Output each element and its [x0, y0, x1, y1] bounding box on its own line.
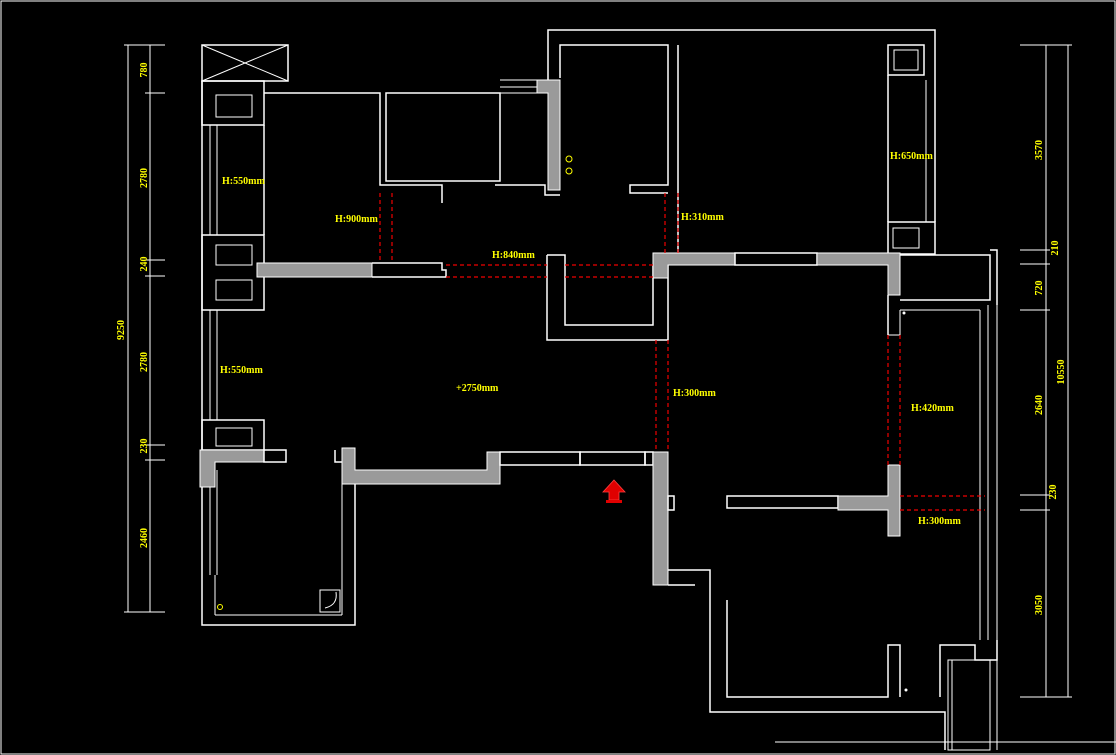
label-h-310: H:310mm [681, 212, 724, 223]
label-h-840: H:840mm [492, 250, 535, 261]
right-dim-5: 230 [1048, 485, 1059, 500]
label-h-900: H:900mm [335, 214, 378, 225]
left-dimension-chain: 9250 780 2780 240 2780 230 2460 [116, 44, 165, 613]
label-h-420: H:420mm [911, 403, 954, 414]
left-dim-5: 230 [139, 439, 150, 454]
label-h-300a: H:300mm [673, 388, 716, 399]
label-h-650: H:650mm [890, 151, 933, 162]
right-dim-3: 720 [1034, 281, 1045, 296]
label-elevation: +2750mm [456, 383, 499, 394]
right-dim-total: 10550 [1056, 360, 1067, 385]
right-dim-4: 2640 [1034, 395, 1045, 415]
left-dim-total: 9250 [116, 320, 127, 340]
annotations: H:550mm H:900mm H:840mm H:310mm H:650mm … [220, 151, 961, 527]
left-dim-4: 2780 [139, 352, 150, 372]
right-dim-1: 3570 [1034, 140, 1045, 160]
label-h-300b: H:300mm [918, 516, 961, 527]
right-dimension-chain: 10550 3570 210 720 2640 230 3050 [1020, 44, 1072, 698]
label-h-left-mid: H:550mm [220, 365, 263, 376]
right-dim-6: 3050 [1034, 595, 1045, 615]
left-dim-1: 780 [139, 63, 150, 78]
label-h-left-top: H:550mm [222, 176, 265, 187]
beam-lines [379, 193, 985, 511]
left-dim-3: 240 [139, 257, 150, 272]
walls [199, 29, 1116, 751]
left-dim-2: 2780 [139, 168, 150, 188]
entry-arrow-icon [602, 479, 626, 503]
right-dim-2: 210 [1050, 241, 1061, 256]
left-dim-6: 2460 [139, 528, 150, 548]
